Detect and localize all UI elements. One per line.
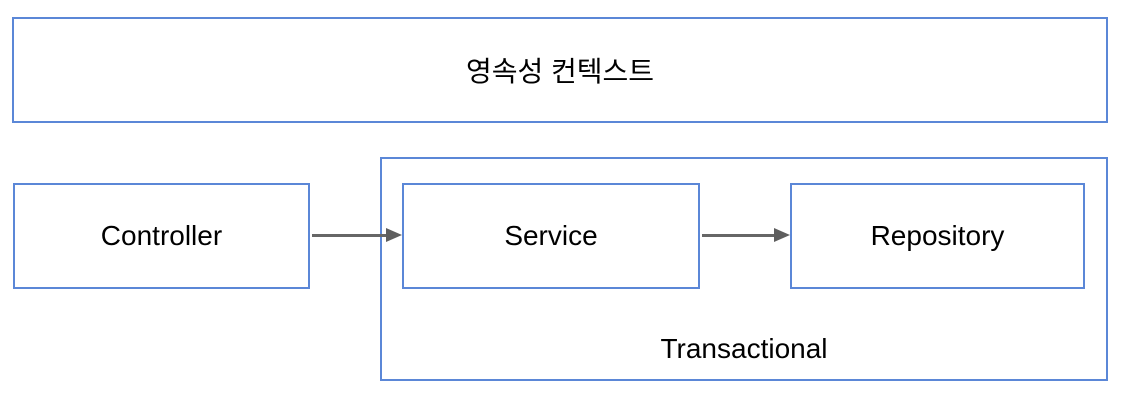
arrowhead-icon [774, 228, 790, 242]
arrow-shaft [312, 234, 388, 237]
service-label: Service [504, 220, 598, 251]
arrow-shaft [702, 234, 776, 237]
controller-label: Controller [100, 220, 223, 251]
controller-box: Controller [13, 183, 310, 289]
arrowhead-icon [386, 228, 402, 242]
repository-box: Repository [790, 183, 1085, 289]
repository-label: Repository [870, 220, 1005, 251]
persistence-context-label: 영속성 컨텍스트 [465, 56, 655, 87]
service-box: Service [402, 183, 700, 289]
arrow-service-to-repository [702, 228, 790, 242]
persistence-context-box: 영속성 컨텍스트 [12, 17, 1108, 123]
transactional-label: Transactional [660, 333, 828, 364]
arrow-controller-to-service [312, 228, 402, 242]
